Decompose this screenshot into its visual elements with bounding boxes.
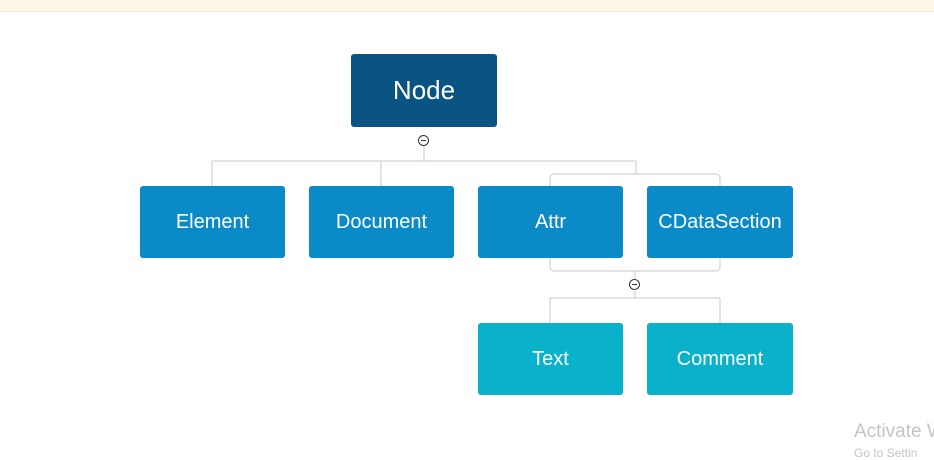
collapse-toggle-icon[interactable] <box>418 135 429 146</box>
node-text[interactable]: Text <box>478 323 623 395</box>
node-document[interactable]: Document <box>309 186 454 258</box>
node-attr[interactable]: Attr <box>478 186 623 258</box>
node-root[interactable]: Node <box>351 54 497 127</box>
top-notification-strip <box>0 0 934 12</box>
node-comment[interactable]: Comment <box>647 323 793 395</box>
node-root-label: Node <box>392 75 456 105</box>
node-cdatasection[interactable]: CDataSection <box>647 186 793 258</box>
node-cdatasection-label: CDataSection <box>658 210 782 233</box>
node-element[interactable]: Element <box>140 186 285 258</box>
collapse-toggle-icon[interactable] <box>629 279 640 290</box>
node-comment-label: Comment <box>676 347 764 370</box>
node-text-label: Text <box>532 347 569 370</box>
activation-watermark-title: Activate W <box>854 421 934 442</box>
node-document-label: Document <box>335 210 428 233</box>
node-attr-label: Attr <box>534 210 567 233</box>
activation-watermark-subtitle: Go to Settin <box>854 446 918 460</box>
node-element-label: Element <box>175 210 250 233</box>
